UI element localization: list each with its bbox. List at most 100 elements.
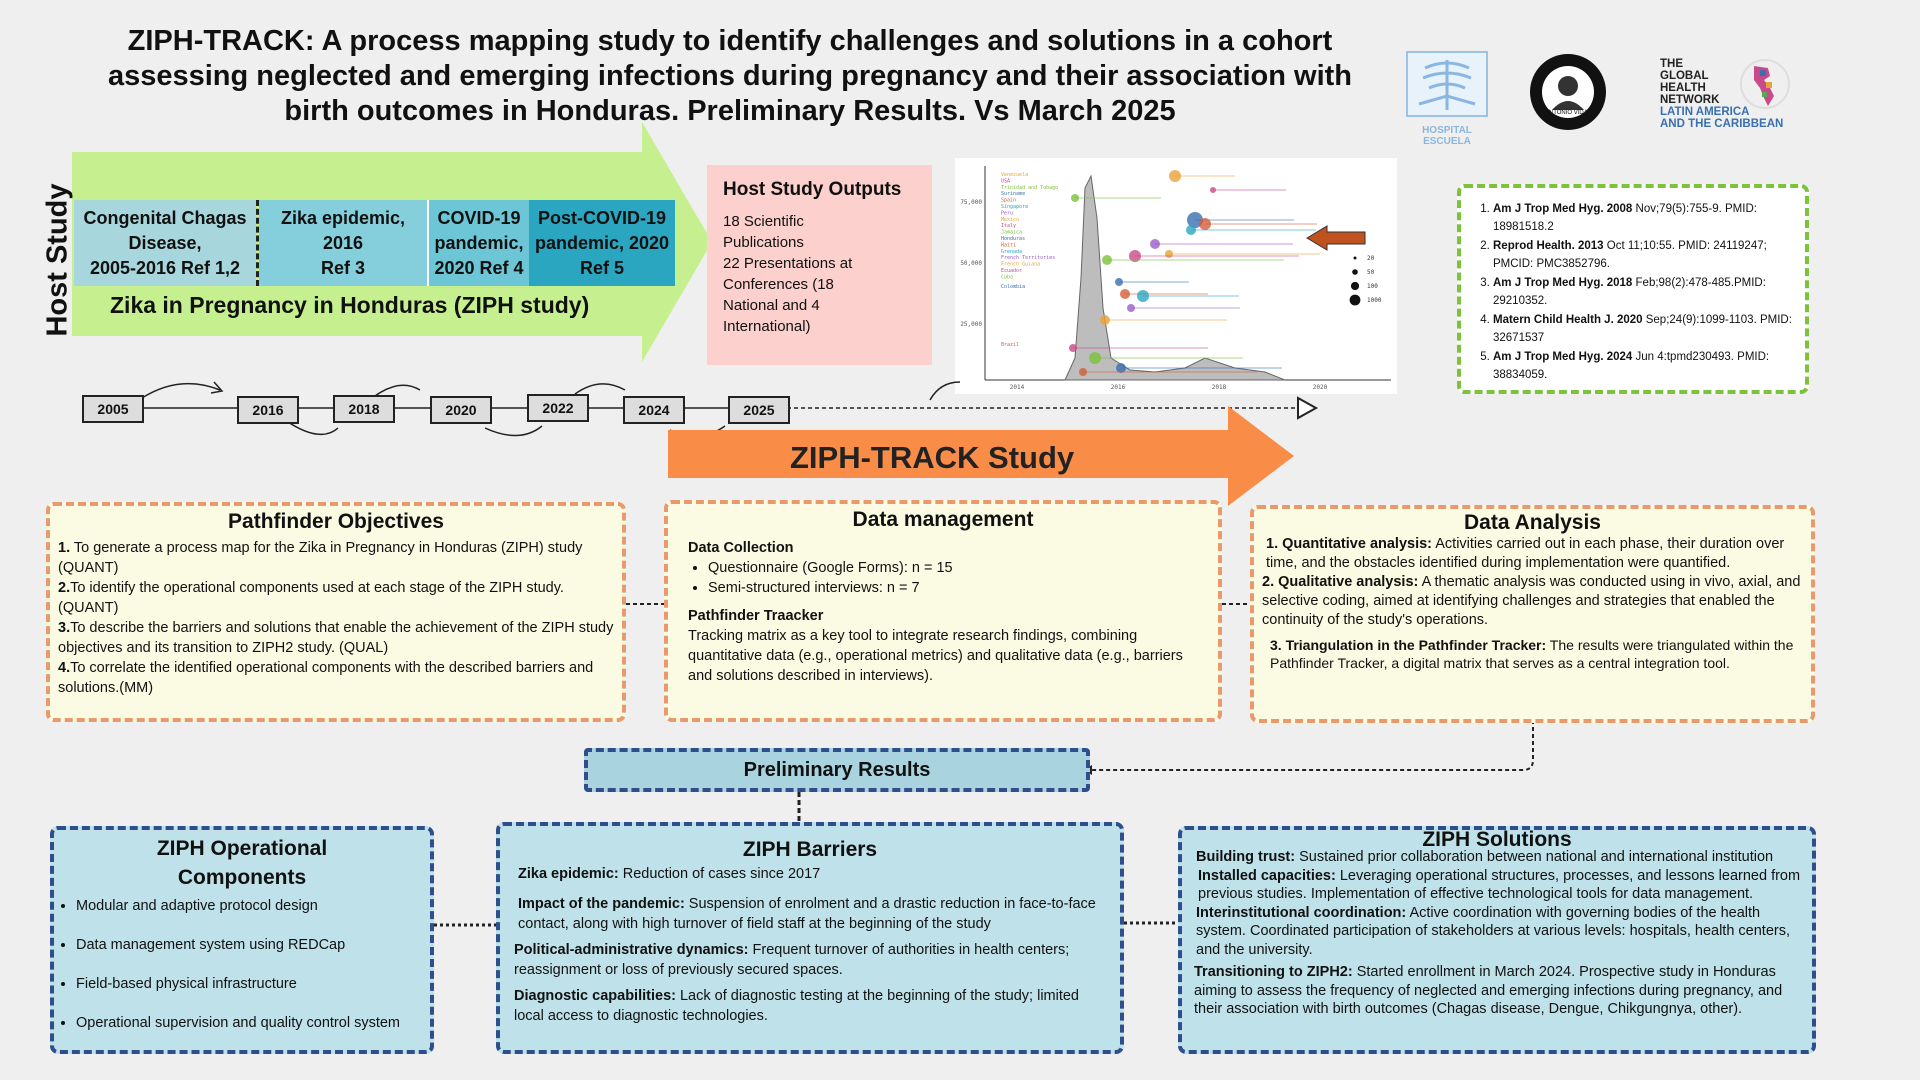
objective-item: 2.To identify the operational components…	[58, 580, 564, 616]
network-logo-line: NETWORK	[1660, 94, 1720, 106]
title-line: ZIPH-TRACK: A process mapping study to i…	[127, 25, 1333, 57]
chart-country-label: Brazil	[1001, 342, 1019, 348]
data-analysis-box: Data Analysis 1. Quantitative analysis: …	[1250, 505, 1815, 723]
timeline-year: 2018	[333, 395, 395, 423]
chart-country-label: Colombia	[1001, 284, 1025, 290]
reference-item: Am J Trop Med Hyg. 2018 Feb;98(2):478-48…	[1493, 274, 1795, 310]
references-box: Am J Trop Med Hyg. 2008 Nov;79(5):755-9.…	[1457, 184, 1809, 394]
analysis-item: 3. Triangulation in the Pathfinder Track…	[1270, 637, 1794, 671]
barriers-title: ZIPH Barriers	[742, 838, 878, 861]
chart-y-tick-label: 75,000	[960, 199, 982, 206]
chart-country-label: Spain	[1001, 198, 1016, 204]
seal-icon: ANTONIO VIDAL	[1530, 54, 1606, 130]
component-item: Field-based physical infrastructure	[76, 974, 422, 994]
chart-legend-label: 50	[1367, 269, 1375, 276]
chart-country-label: Cuba	[1001, 274, 1013, 280]
chart-point	[1120, 289, 1130, 299]
phase-zika-epidemic: Zika epidemic, 2016 Ref 3	[259, 200, 427, 286]
chart-point	[1129, 250, 1141, 262]
preliminary-results-label: Preliminary Results	[743, 758, 931, 781]
reference-item: Reprod Health. 2013 Oct 11;10:55. PMID: …	[1493, 237, 1795, 273]
objective-item: 1. To generate a process map for the Zik…	[58, 540, 583, 576]
chart-point	[1071, 194, 1079, 202]
chart-y-tick-label: 50,000	[960, 260, 982, 267]
data-analysis-title: Data Analysis	[1464, 511, 1601, 534]
chart-point	[1186, 225, 1196, 235]
reference-item: Am J Trop Med Hyg. 2008 Nov;79(5):755-9.…	[1493, 200, 1795, 236]
chart-country-label: Grenada	[1001, 249, 1022, 255]
chart-country-label: Honduras	[1001, 236, 1025, 242]
outputs-publications: 18 Scientific Publications	[723, 213, 804, 251]
barrier-item: Political-administrative dynamics: Frequ…	[514, 942, 1070, 978]
component-item: Data management system using REDCap	[76, 935, 422, 955]
analysis-item: 2. Qualitative analysis: A thematic anal…	[1262, 574, 1801, 628]
solutions-box: ZIPH Solutions Building trust: Sustained…	[1178, 826, 1816, 1054]
solutions-title: ZIPH Solutions	[1422, 828, 1572, 851]
chart-country-label: Italy	[1001, 223, 1016, 229]
global-health-network-logo: THE GLOBAL HEALTH NETWORK LATIN AMERICA …	[1660, 58, 1800, 142]
chart-x-tick-label: 2020	[1313, 384, 1328, 391]
solution-item: Interinstitutional coordination: Active …	[1196, 904, 1791, 958]
chart-country-label: USA	[1001, 178, 1010, 184]
chart-legend-dot	[1350, 281, 1360, 291]
title-line: birth outcomes in Honduras. Preliminary …	[284, 95, 1176, 127]
network-logo-line: THE	[1660, 58, 1683, 70]
chart-legend-dot	[1349, 294, 1361, 306]
data-management-title: Data management	[852, 508, 1034, 531]
chart-point	[1137, 290, 1149, 302]
preliminary-results-box: Preliminary Results	[584, 748, 1090, 792]
institute-seal-logo: ANTONIO VIDAL	[1528, 52, 1608, 136]
chart-point	[1100, 315, 1110, 325]
phase-congenital-chagas: Congenital Chagas Disease, 2005-2016 Ref…	[74, 200, 256, 286]
analysis-item: 1. Quantitative analysis: Activities car…	[1266, 536, 1785, 571]
timeline-year: 2020	[430, 396, 492, 424]
chart-country-label: Mexico	[1001, 217, 1019, 223]
host-study-outputs: Host Study Outputs 18 Scientific Publica…	[707, 165, 932, 365]
phase-post-covid: Post-COVID-19 pandemic, 2020 Ref 5	[529, 200, 675, 286]
chart-legend-dot	[1353, 256, 1357, 260]
data-management-box: Data management Data Collection Question…	[664, 500, 1222, 722]
chart-point	[1069, 344, 1077, 352]
data-collection-title: Data Collection	[688, 540, 794, 556]
hospital-logo-icon	[1406, 51, 1488, 117]
ziph-track-arrow	[668, 406, 1294, 506]
timeline-year: 2016	[237, 396, 299, 424]
component-item: Modular and adaptive protocol design	[76, 896, 422, 916]
data-collection-item: Questionnaire (Google Forms): n = 15	[708, 558, 1208, 578]
chart-x-tick-label: 2018	[1212, 384, 1227, 391]
pathfinder-objectives-box: Pathfinder Objectives 1. To generate a p…	[46, 502, 626, 722]
chart-highlight-arrow-icon	[1306, 225, 1366, 251]
seal-caption: ANTONIO VIDAL	[1545, 110, 1592, 116]
objective-item: 3.To describe the barriers and solutions…	[58, 620, 614, 656]
chart-legend-label: 1000	[1367, 297, 1382, 304]
chart-point	[1079, 368, 1087, 376]
timeline-year: 2005	[82, 395, 144, 423]
zika-study-label: Zika in Pregnancy in Honduras (ZIPH stud…	[110, 292, 590, 318]
tracker-title: Pathfinder Traacker	[688, 608, 824, 624]
chart-country-label: Jamaica	[1001, 230, 1022, 236]
solution-item: Installed capacities: Leveraging operati…	[1198, 867, 1801, 903]
timeline-year: 2025	[728, 396, 790, 424]
references-list: Am J Trop Med Hyg. 2008 Nov;79(5):755-9.…	[1473, 200, 1795, 384]
ziph-track-label: ZIPH-TRACK Study	[790, 440, 1075, 475]
chart-svg: 75,00050,00025,00020142016201820202022Ve…	[960, 166, 1429, 391]
outputs-presentations: 22 Presentations at Conferences (18 Nati…	[723, 255, 853, 335]
zika-cases-chart: 75,00050,00025,00020142016201820202022Ve…	[955, 158, 1429, 394]
timeline-year: 2024	[623, 396, 685, 424]
chart-point	[1102, 255, 1112, 265]
chart-point	[1089, 352, 1101, 364]
chart-legend-label: 100	[1367, 283, 1378, 290]
chart-point	[1210, 187, 1216, 193]
americas-map-icon	[1740, 59, 1790, 109]
page-title: ZIPH-TRACK: A process mapping study to i…	[90, 24, 1370, 129]
title-line: assessing neglected and emerging infecti…	[107, 60, 1353, 92]
chart-point	[1115, 278, 1123, 286]
chart-point	[1150, 239, 1160, 249]
chart-x-tick-label: 2014	[1010, 384, 1025, 391]
chart-country-label: Singapore	[1001, 204, 1028, 210]
barrier-item: Diagnostic capabilities: Lack of diagnos…	[514, 988, 1079, 1024]
chart-country-label: Venezuela	[1001, 172, 1028, 178]
chart-legend-dot	[1352, 269, 1358, 275]
phase-covid-pandemic: COVID-19 pandemic, 2020 Ref 4	[427, 200, 529, 286]
